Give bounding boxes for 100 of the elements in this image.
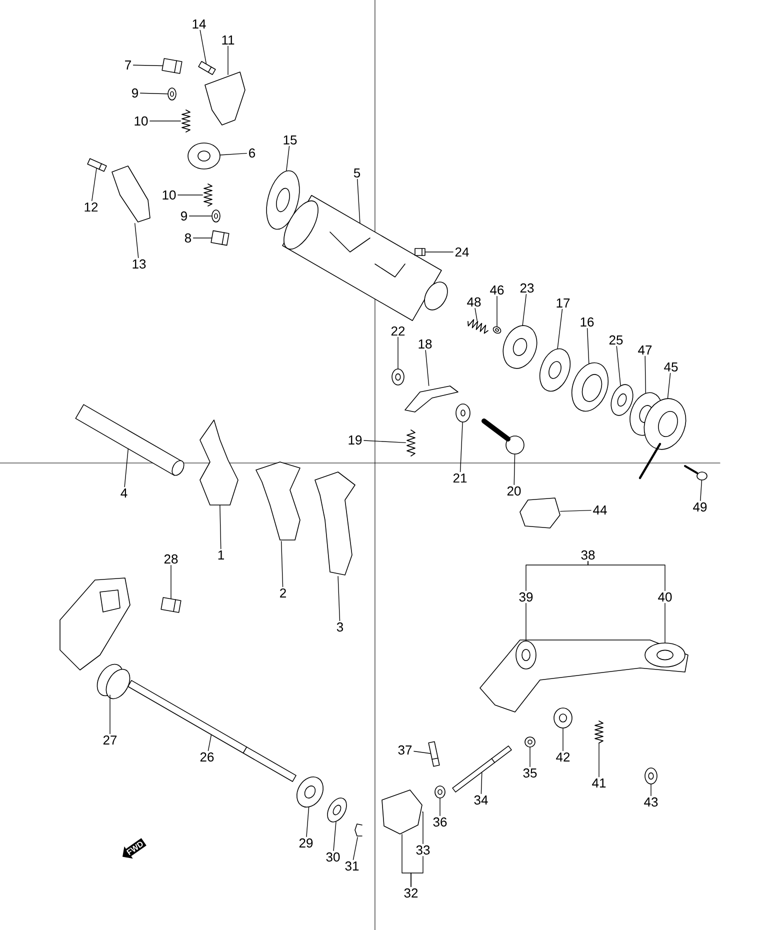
leader-line [514, 454, 516, 486]
part-drawing [516, 640, 536, 670]
callout-number: 13 [132, 259, 146, 269]
callout-number: 9 [132, 88, 138, 98]
part-drawing [128, 680, 296, 782]
leader-line [700, 480, 702, 502]
part-drawing [638, 398, 686, 480]
leader-line [134, 223, 139, 258]
callout-number: 1 [218, 550, 224, 560]
leader-line [588, 560, 666, 592]
part-drawing [404, 386, 458, 412]
leader-line [410, 856, 424, 888]
callout-number: 14 [192, 20, 206, 28]
part-drawing [539, 348, 571, 392]
callout-number: 6 [249, 148, 256, 158]
part-drawing [492, 326, 502, 334]
part-drawing [502, 325, 538, 369]
part-drawing [75, 404, 184, 476]
part-drawing [594, 720, 604, 744]
callout-number: 10 [162, 190, 176, 200]
callout-number: 31 [345, 861, 359, 871]
leader-line [132, 64, 163, 66]
part-drawing [327, 798, 347, 822]
callout-number: 27 [103, 735, 117, 745]
part-drawing [314, 472, 356, 576]
callout-number: 3 [336, 622, 344, 632]
leader-line [522, 294, 527, 326]
leader-line [220, 505, 222, 550]
callout-number: 10 [134, 116, 148, 126]
callout-number: 11 [222, 36, 234, 44]
leader-line [480, 772, 482, 794]
callout-number: 32 [404, 888, 418, 898]
callout-number: 9 [181, 211, 187, 221]
callout-number: 5 [354, 168, 360, 178]
part-drawing [112, 166, 150, 222]
leader-line [414, 750, 431, 754]
part-drawing [168, 88, 176, 100]
part-drawing [182, 110, 190, 132]
leader-line [357, 178, 360, 224]
callout-number: 48 [467, 297, 481, 307]
part-drawing [406, 430, 416, 456]
part-drawing [354, 824, 362, 836]
callout-number: 39 [519, 592, 533, 602]
part-drawing [468, 319, 488, 334]
callout-number: 47 [638, 346, 652, 354]
part-drawing [162, 58, 182, 74]
part-drawing [188, 142, 220, 170]
leader-line [220, 152, 248, 156]
callout-number: 49 [693, 502, 707, 512]
leader-line [208, 734, 212, 752]
callout-number: 19 [348, 435, 362, 445]
callout-number: 24 [455, 247, 469, 257]
part-drawing [434, 786, 446, 798]
leader-line [422, 812, 424, 844]
leader-line [616, 346, 621, 386]
callout-number: 8 [184, 233, 192, 243]
part-drawing [210, 230, 230, 246]
callout-number: 20 [507, 486, 521, 496]
part-drawing [524, 736, 536, 748]
callout-number: 21 [453, 473, 467, 483]
leader-line [286, 146, 290, 172]
part-drawing [684, 465, 708, 480]
callout-number: 44 [593, 506, 607, 514]
callout-number: 22 [391, 326, 405, 336]
callout-number: 33 [416, 845, 430, 855]
callout-number: 36 [433, 817, 447, 827]
part-drawing [571, 362, 608, 412]
leader-line [352, 837, 358, 860]
part-drawing [204, 184, 212, 206]
leader-line [560, 510, 592, 512]
part-drawing [87, 158, 107, 172]
callout-number: 41 [592, 778, 606, 788]
callout-number: 4 [120, 488, 128, 498]
callout-number: 26 [200, 752, 214, 762]
leader-line [496, 296, 498, 327]
part-drawing [644, 768, 658, 784]
part-drawing [456, 404, 470, 422]
part-drawing [414, 248, 426, 256]
callout-number: 23 [520, 283, 534, 293]
part-drawing [554, 708, 572, 728]
callout-number: 46 [490, 285, 504, 295]
callout-number: 30 [326, 852, 340, 862]
callout-number: 38 [581, 550, 595, 560]
part-drawing [610, 384, 634, 416]
callout-number: 35 [523, 768, 537, 778]
leader-line [644, 356, 646, 394]
callout-number: 37 [398, 745, 412, 755]
leader-line [425, 350, 430, 386]
leader-line [92, 168, 97, 202]
part-drawing [644, 642, 686, 668]
callout-number: 43 [644, 797, 658, 807]
leader-line [333, 821, 336, 852]
leader-line [280, 541, 284, 588]
callout-number: 29 [299, 838, 313, 848]
leader-line [150, 120, 181, 122]
leader-line [124, 448, 128, 488]
callout-number: 34 [474, 795, 488, 805]
callout-number: 28 [164, 554, 178, 564]
part-drawing [296, 776, 324, 808]
part-drawing [482, 418, 524, 454]
